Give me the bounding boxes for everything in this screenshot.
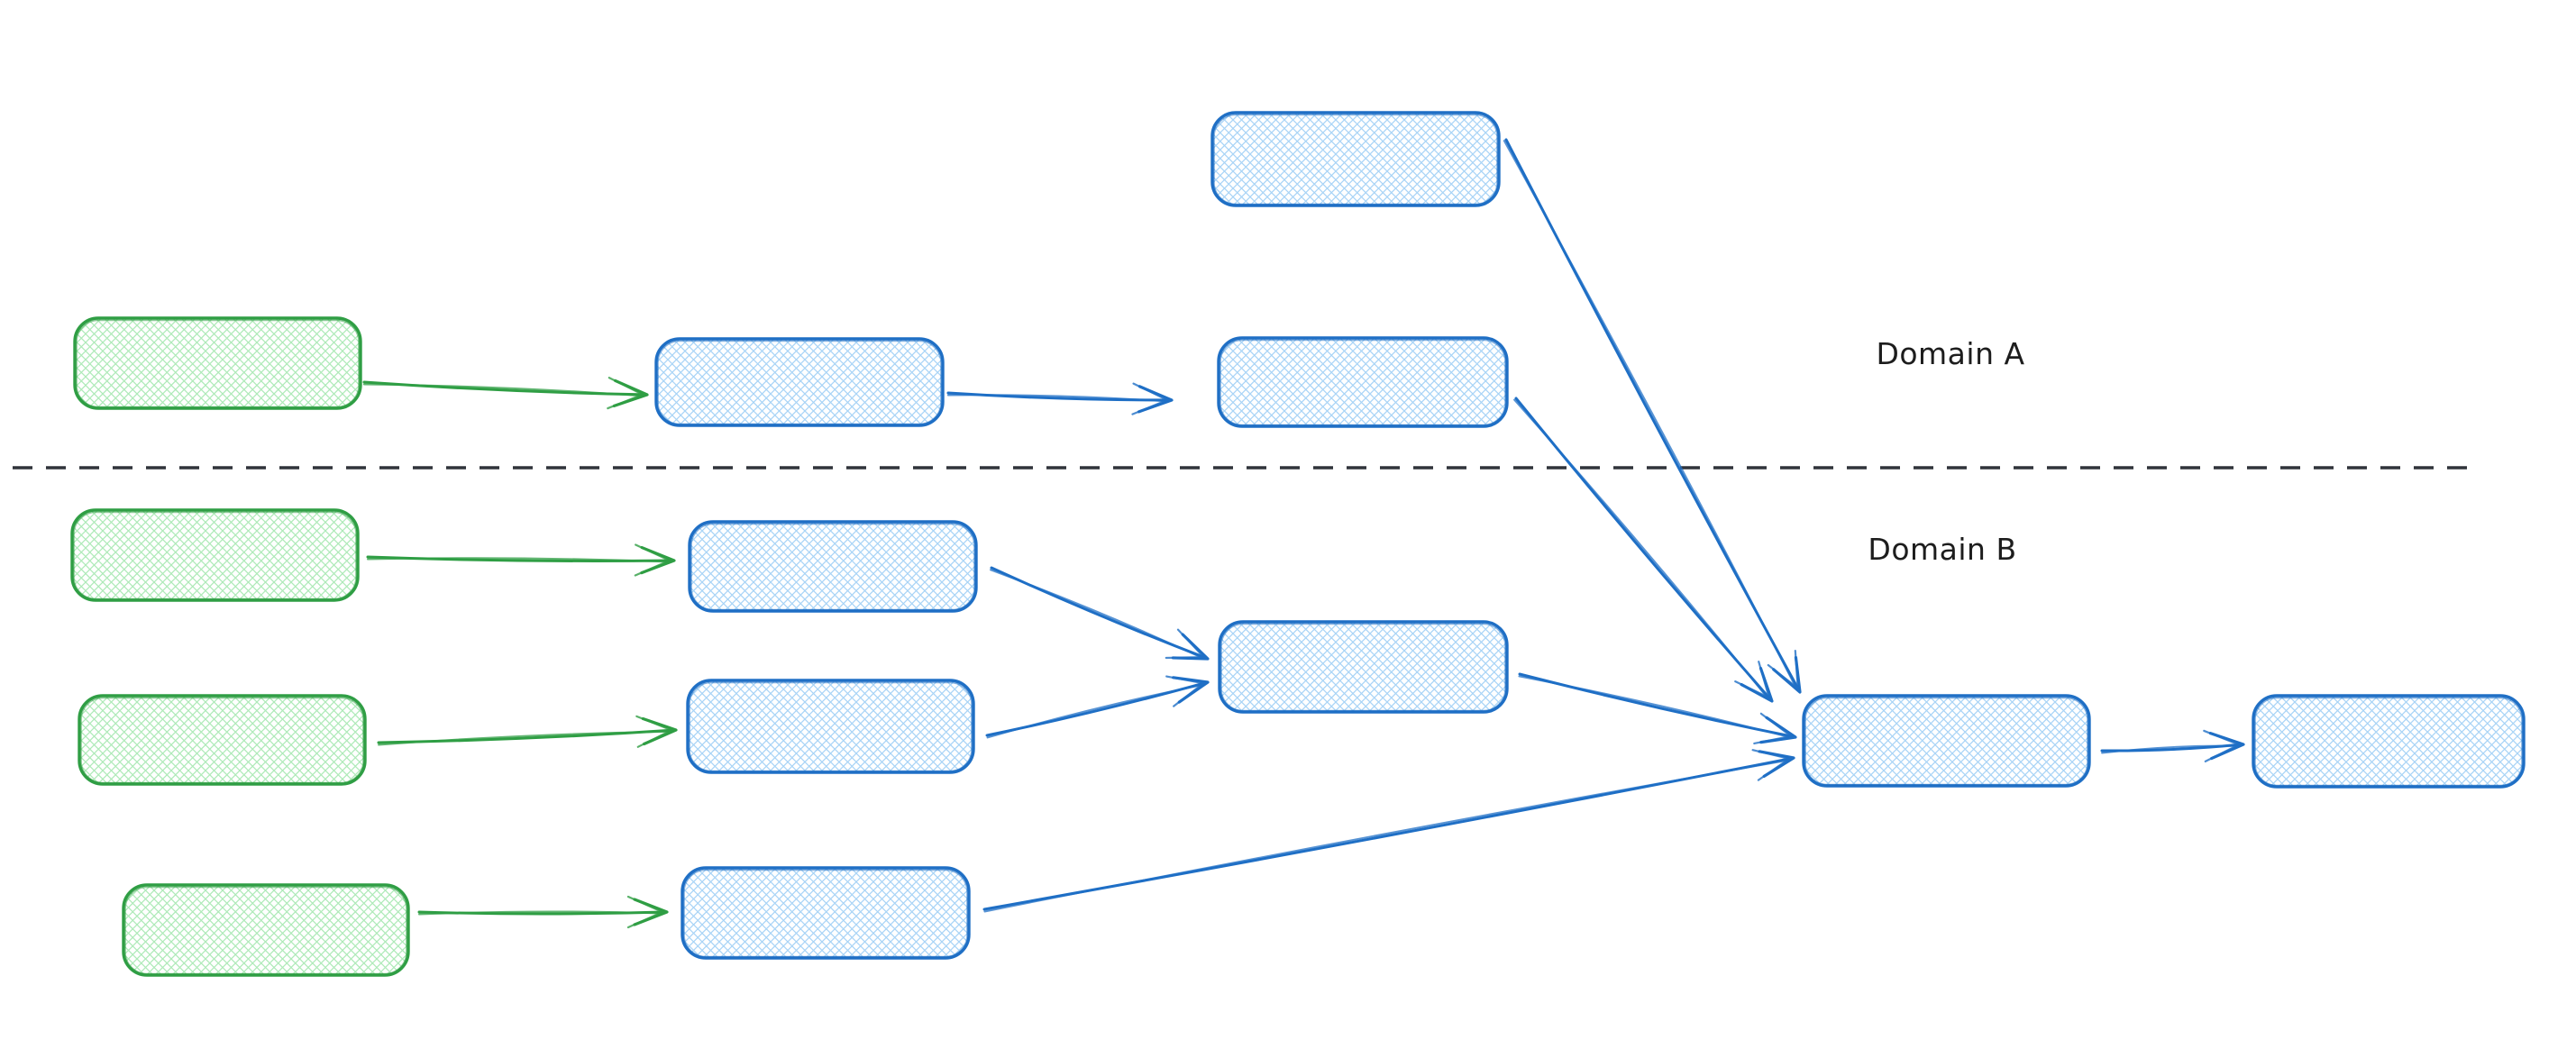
box-b-source-1[interactable] xyxy=(70,508,360,602)
domain-b-label[interactable]: Domain B xyxy=(1868,532,2016,567)
box-a-step2[interactable] xyxy=(1217,336,1509,428)
box-final[interactable] xyxy=(2252,694,2526,789)
arrow-a-step2-to-main-merge[interactable] xyxy=(1513,397,1774,703)
arrow-a-top-to-main-merge[interactable] xyxy=(1503,138,1802,694)
arrow-a-step1-to-step2[interactable] xyxy=(946,382,1174,415)
arrow-b-step-1-to-b-merge[interactable] xyxy=(990,566,1210,661)
arrow-b-step-3-to-main-merge[interactable] xyxy=(982,749,1795,913)
box-b-step-1[interactable] xyxy=(688,520,978,613)
box-a-step1[interactable] xyxy=(654,337,945,427)
arrow-b-merge-to-main-merge[interactable] xyxy=(1518,672,1797,745)
arrow-b-source-3-to-step-3[interactable] xyxy=(417,895,669,929)
box-b-source-2[interactable] xyxy=(78,694,367,786)
arrow-main-merge-to-final[interactable] xyxy=(2100,729,2245,762)
arrow-b-source-2-to-step-2[interactable] xyxy=(377,715,678,748)
box-main-merge[interactable] xyxy=(1802,694,2091,788)
box-b-source-3[interactable] xyxy=(122,883,410,977)
box-a-top[interactable] xyxy=(1210,111,1501,207)
arrow-b-step-2-to-b-merge[interactable] xyxy=(985,675,1210,739)
box-b-merge[interactable] xyxy=(1218,620,1509,714)
arrow-b-source-1-to-step-1[interactable] xyxy=(366,543,676,577)
arrow-a-source-to-step1[interactable] xyxy=(362,377,649,410)
box-b-step-3[interactable] xyxy=(681,866,971,960)
box-b-step-2[interactable] xyxy=(686,679,975,774)
domain-a-label[interactable]: Domain A xyxy=(1876,336,2024,371)
box-a-source[interactable] xyxy=(73,316,362,410)
